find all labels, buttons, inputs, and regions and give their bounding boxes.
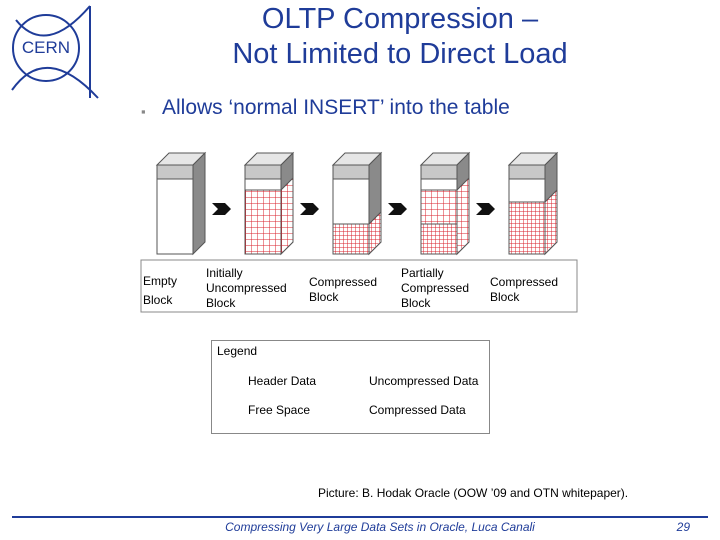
arrow-1 xyxy=(212,203,231,215)
arrow-2 xyxy=(300,203,319,215)
block-compressed-2 xyxy=(507,151,559,256)
legend-label-free: Free Space xyxy=(248,403,311,417)
footer-divider xyxy=(12,516,708,518)
legend-title: Legend xyxy=(217,344,258,358)
picture-caption: Picture: B. Hodak Oracle (OOW ’09 and OT… xyxy=(318,486,629,500)
page-number: 29 xyxy=(676,520,690,534)
legend-label-header: Header Data xyxy=(248,374,317,388)
bullet-text: Allows ‘normal INSERT’ into the table xyxy=(162,96,510,119)
bullet-square-icon: ▪ xyxy=(141,104,146,119)
block-compressed-1 xyxy=(331,151,383,256)
cern-logo-text: CERN xyxy=(22,38,70,57)
block-empty xyxy=(155,151,207,256)
title-line-2: Not Limited to Direct Load xyxy=(232,38,568,70)
arrow-3 xyxy=(388,203,407,215)
block-initially-uncompressed xyxy=(243,151,295,256)
slide-title: OLTP Compression – Not Limited to Direct… xyxy=(120,2,680,72)
legend-label-uncompressed: Uncompressed Data xyxy=(369,374,479,388)
block-partially-compressed xyxy=(419,151,471,256)
cern-logo: CERN xyxy=(11,5,99,99)
title-line-1: OLTP Compression – xyxy=(261,3,539,35)
stage-label-frame xyxy=(140,259,578,313)
legend-label-compressed: Compressed Data xyxy=(369,403,466,417)
legend: Legend Header Data Free Space Uncompress… xyxy=(211,340,490,434)
footer-text: Compressing Very Large Data Sets in Orac… xyxy=(225,520,535,534)
arrow-4 xyxy=(476,203,495,215)
